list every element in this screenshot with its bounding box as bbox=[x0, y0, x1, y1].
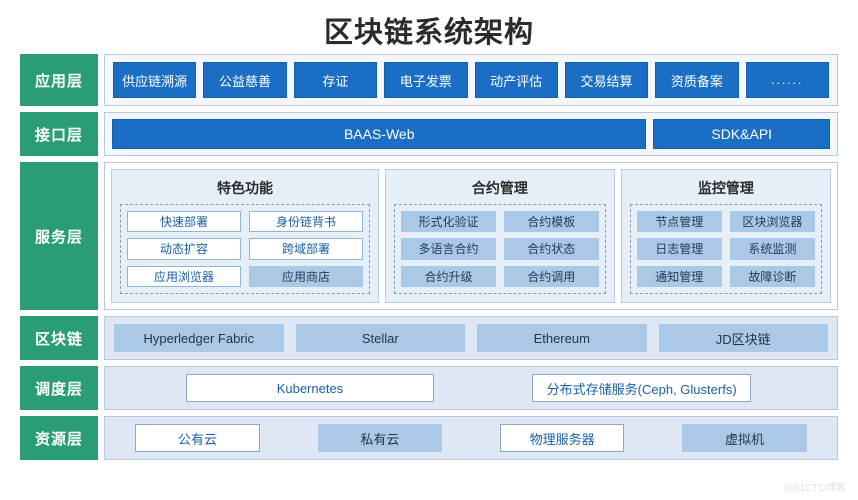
resource-item-virtual-machine[interactable]: 虚拟机 bbox=[682, 424, 807, 452]
service-item-block-explorer[interactable]: 区块浏览器 bbox=[729, 211, 816, 233]
layer-body-scheduling: Kubernetes 分布式存储服务(Ceph, Glusterfs) bbox=[104, 366, 838, 410]
app-item-asset-valuation[interactable]: 动产评估 bbox=[474, 62, 558, 98]
service-item-fault-diagnosis[interactable]: 故障诊断 bbox=[729, 265, 816, 287]
service-item-identity-chain-endorsement[interactable]: 身份链背书 bbox=[249, 211, 364, 233]
app-item-evidence[interactable]: 存证 bbox=[293, 62, 378, 98]
service-item-dynamic-scaling[interactable]: 动态扩容 bbox=[127, 238, 242, 260]
service-item-contract-upgrade[interactable]: 合约升级 bbox=[401, 265, 496, 287]
service-item-contract-invocation[interactable]: 合约调用 bbox=[503, 265, 599, 287]
layer-body-resource: 公有云 私有云 物理服务器 虚拟机 bbox=[104, 416, 838, 460]
resource-item-physical-server[interactable]: 物理服务器 bbox=[500, 424, 625, 452]
service-group-contract-items: 形式化验证 合约模板 多语言合约 合约状态 合约升级 合约调用 bbox=[394, 204, 606, 294]
resource-item-public-cloud[interactable]: 公有云 bbox=[135, 424, 260, 452]
scheduling-items: Kubernetes 分布式存储服务(Ceph, Glusterfs) bbox=[114, 374, 828, 402]
service-item-quick-deploy[interactable]: 快速部署 bbox=[127, 211, 242, 233]
resource-items: 公有云 私有云 物理服务器 虚拟机 bbox=[114, 424, 828, 452]
service-item-log-management[interactable]: 日志管理 bbox=[636, 238, 722, 260]
layer-label-interface: 接口层 bbox=[20, 112, 98, 156]
service-row: 合约升级 合约调用 bbox=[401, 265, 599, 287]
layer-label-scheduling: 调度层 bbox=[20, 366, 98, 410]
watermark: @51CTO博客 bbox=[783, 483, 846, 494]
app-item-supply-chain[interactable]: 供应链溯源 bbox=[113, 62, 197, 98]
service-row: 节点管理 区块浏览器 bbox=[636, 211, 816, 233]
service-group-contract-title: 合约管理 bbox=[471, 180, 528, 196]
layer-label-blockchain: 区块链 bbox=[20, 316, 98, 360]
service-group-contract: 合约管理 形式化验证 合约模板 多语言合约 合约状态 合约升级 合约调用 bbox=[385, 169, 615, 303]
app-item-e-invoice[interactable]: 电子发票 bbox=[384, 62, 468, 98]
app-item-more[interactable]: ...... bbox=[745, 62, 829, 98]
service-group-monitor-items: 节点管理 区块浏览器 日志管理 系统监测 通知管理 故障诊断 bbox=[629, 204, 823, 294]
layer-body-interface: BAAS-Web SDK&API bbox=[104, 112, 838, 156]
service-row: 应用浏览器 应用商店 bbox=[127, 265, 364, 287]
service-group-feature-items: 快速部署 身份链背书 动态扩容 跨域部署 应用浏览器 应用商店 bbox=[120, 204, 371, 294]
app-item-settlement[interactable]: 交易结算 bbox=[564, 62, 649, 98]
layer-row-interface: 接口层 BAAS-Web SDK&API bbox=[20, 112, 838, 156]
layer-label-application: 应用层 bbox=[20, 54, 98, 106]
interface-item-baas-web[interactable]: BAAS-Web bbox=[112, 119, 647, 149]
layer-label-service: 服务层 bbox=[20, 162, 98, 310]
layer-row-scheduling: 调度层 Kubernetes 分布式存储服务(Ceph, Glusterfs) bbox=[20, 366, 838, 410]
service-item-cross-domain-deploy[interactable]: 跨域部署 bbox=[249, 238, 364, 260]
service-item-formal-verification[interactable]: 形式化验证 bbox=[401, 211, 496, 233]
layer-body-blockchain: Hyperledger Fabric Stellar Ethereum JD区块… bbox=[104, 316, 838, 360]
service-row: 快速部署 身份链背书 bbox=[127, 211, 364, 233]
service-row: 多语言合约 合约状态 bbox=[401, 238, 599, 260]
architecture-diagram: 应用层 供应链溯源 公益慈善 存证 电子发票 动产评估 交易结算 资质备案 ..… bbox=[0, 54, 858, 460]
scheduling-item-kubernetes[interactable]: Kubernetes bbox=[186, 374, 434, 402]
layer-row-application: 应用层 供应链溯源 公益慈善 存证 电子发票 动产评估 交易结算 资质备案 ..… bbox=[20, 54, 838, 106]
service-row: 日志管理 系统监测 bbox=[636, 238, 816, 260]
blockchain-item-ethereum[interactable]: Ethereum bbox=[477, 324, 647, 352]
interface-item-sdk-api[interactable]: SDK&API bbox=[653, 119, 830, 149]
layer-label-resource: 资源层 bbox=[20, 416, 98, 460]
layer-row-resource: 资源层 公有云 私有云 物理服务器 虚拟机 bbox=[20, 416, 838, 460]
service-row: 通知管理 故障诊断 bbox=[636, 265, 816, 287]
layer-body-service: 特色功能 快速部署 身份链背书 动态扩容 跨域部署 应用浏览器 应用商店 bbox=[104, 162, 838, 310]
layer-row-blockchain: 区块链 Hyperledger Fabric Stellar Ethereum … bbox=[20, 316, 838, 360]
blockchain-item-jd-chain[interactable]: JD区块链 bbox=[658, 324, 828, 352]
service-group-feature-title: 特色功能 bbox=[217, 180, 274, 196]
layer-row-service: 服务层 特色功能 快速部署 身份链背书 动态扩容 跨域部署 应用浏览器 bbox=[20, 162, 838, 310]
service-item-system-monitoring[interactable]: 系统监测 bbox=[729, 238, 816, 260]
blockchain-item-hyperledger-fabric[interactable]: Hyperledger Fabric bbox=[114, 324, 284, 352]
service-item-app-browser[interactable]: 应用浏览器 bbox=[127, 265, 242, 287]
page-title: 区块链系统架构 bbox=[323, 17, 534, 49]
scheduling-item-distributed-storage[interactable]: 分布式存储服务(Ceph, Glusterfs) bbox=[532, 374, 751, 402]
service-group-feature: 特色功能 快速部署 身份链背书 动态扩容 跨域部署 应用浏览器 应用商店 bbox=[111, 169, 380, 303]
service-item-notification-management[interactable]: 通知管理 bbox=[636, 265, 722, 287]
app-item-qualification-filing[interactable]: 资质备案 bbox=[655, 62, 739, 98]
service-item-contract-template[interactable]: 合约模板 bbox=[503, 211, 599, 233]
service-item-contract-status[interactable]: 合约状态 bbox=[503, 238, 599, 260]
service-group-monitor: 监控管理 节点管理 区块浏览器 日志管理 系统监测 通知管理 故障诊断 bbox=[620, 169, 832, 303]
service-row: 动态扩容 跨域部署 bbox=[127, 238, 364, 260]
blockchain-item-stellar[interactable]: Stellar bbox=[295, 324, 465, 352]
service-row: 形式化验证 合约模板 bbox=[401, 211, 599, 233]
layer-body-application: 供应链溯源 公益慈善 存证 电子发票 动产评估 交易结算 资质备案 ...... bbox=[104, 54, 838, 106]
service-item-node-management[interactable]: 节点管理 bbox=[636, 211, 722, 233]
service-item-multi-language-contract[interactable]: 多语言合约 bbox=[401, 238, 496, 260]
service-item-app-store[interactable]: 应用商店 bbox=[249, 265, 364, 287]
resource-item-private-cloud[interactable]: 私有云 bbox=[317, 424, 442, 452]
app-item-charity[interactable]: 公益慈善 bbox=[203, 62, 287, 98]
service-group-monitor-title: 监控管理 bbox=[697, 180, 754, 196]
